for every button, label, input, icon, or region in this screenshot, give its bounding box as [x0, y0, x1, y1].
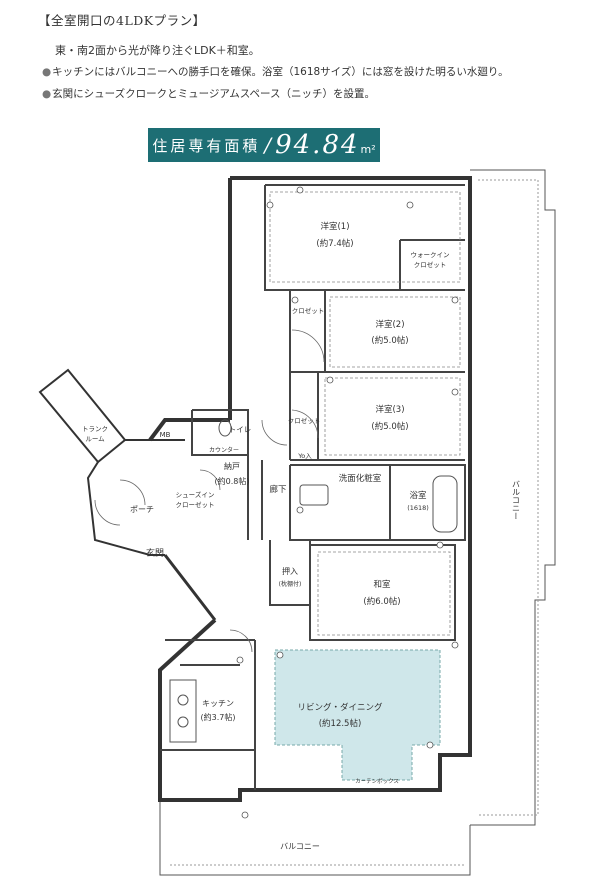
porch-label: ポーチ — [130, 505, 154, 514]
room-western1-name: 洋室(1) — [320, 221, 349, 232]
trunk-room-label-2: ルーム — [85, 435, 105, 443]
feature-text: キッチンにはバルコニーへの勝手口を確保。浴室（1618サイズ）には窓を設けた明る… — [52, 66, 509, 78]
outlet-symbols — [236, 186, 459, 819]
curtain-box-label: カーテンボックス — [355, 777, 399, 785]
balcony-south-label: バルコニー — [280, 842, 320, 851]
toilet-fixture — [218, 419, 232, 437]
washbasin — [299, 484, 329, 506]
plan-lead-text: 東・南2面から光が降り注ぐLDK＋和室。 — [55, 44, 260, 57]
room-western3-size: (約5.0帖) — [371, 421, 408, 432]
kitchen-label: キッチン — [202, 699, 234, 708]
room-western3-name: 洋室(3) — [375, 404, 404, 415]
south-balcony-outline — [159, 800, 471, 876]
ldk-label: リビング・ダイニング — [297, 702, 383, 713]
corridor-label: 廊下 — [269, 484, 287, 495]
east-balcony-outline — [470, 169, 556, 826]
oshiire-sub: (枕棚付) — [279, 580, 302, 588]
counter-label: カウンター — [209, 446, 239, 454]
shoes-closet-label-2: クローゼット — [176, 500, 215, 509]
ldk-size: (約12.5帖) — [319, 718, 362, 729]
floor-area-label: 住居専有面積 — [152, 136, 261, 155]
entrance-label: 玄関 — [146, 547, 164, 559]
balcony-railing — [478, 179, 539, 816]
slash-glyph: / — [264, 133, 272, 157]
linen-label: Yo入 — [297, 452, 312, 460]
stove-burner — [177, 716, 189, 728]
room-western2-name: 洋室(2) — [375, 319, 404, 330]
floor-area-value: 94.84 — [275, 130, 360, 160]
room-japanese-name: 和室 — [373, 579, 391, 590]
door-swings — [94, 329, 325, 653]
stove-burner — [177, 694, 189, 706]
plan-title: 【全室開口の4LDKプラン】 — [38, 13, 206, 28]
feature-text: 玄関にシューズクロークとミュージアムスペース（ニッチ）を設置。 — [52, 88, 375, 100]
room-japanese-size: (約6.0帖) — [363, 596, 400, 607]
toilet-label: トイレ — [229, 425, 252, 434]
kitchen-counter — [169, 679, 197, 743]
room-western1-size: (約7.4帖) — [316, 238, 353, 249]
closet-label-2: クロゼット — [288, 416, 321, 425]
bullet-icon: ● — [42, 88, 52, 100]
entrance-wing — [38, 368, 185, 556]
ceiling-lines — [269, 191, 461, 636]
bullet-icon: ● — [42, 66, 52, 78]
oshiire-label: 押入 — [282, 566, 298, 576]
balcony-east-label: バルコニー — [512, 480, 521, 520]
ldk-floor — [274, 649, 441, 781]
trunk-room-label: トランク — [82, 425, 108, 433]
storage-label: 納戸 — [224, 461, 240, 471]
feature-bullet-kitchen: ●キッチンにはバルコニーへの勝手口を確保。浴室（1618サイズ）には窓を設けた明… — [42, 64, 509, 79]
shoes-closet-label: シューズイン — [176, 490, 215, 499]
exterior-walls — [148, 176, 472, 802]
storage-size: (約0.8帖) — [215, 476, 250, 486]
bathtub — [432, 475, 458, 533]
floor-area-unit: m² — [360, 143, 376, 156]
closet-label: クロゼット — [292, 306, 325, 315]
walkin-label-2: クロゼット — [414, 260, 447, 269]
mb-label: MB — [160, 431, 171, 439]
feature-bullet-entrance: ●玄関にシューズクロークとミュージアムスペース（ニッチ）を設置。 — [42, 86, 375, 101]
interior-walls — [160, 184, 466, 790]
walkin-label: ウォークイン — [411, 251, 450, 259]
bath-size: (1618) — [407, 504, 429, 512]
bath-label: 浴室 — [409, 490, 427, 501]
room-western2-size: (約5.0帖) — [371, 335, 408, 346]
floor-area-banner: 住居専有面積 / 94.84 m² — [148, 128, 380, 162]
washroom-label: 洗面化粧室 — [339, 473, 382, 484]
kitchen-size: (約3.7帖) — [201, 712, 236, 722]
